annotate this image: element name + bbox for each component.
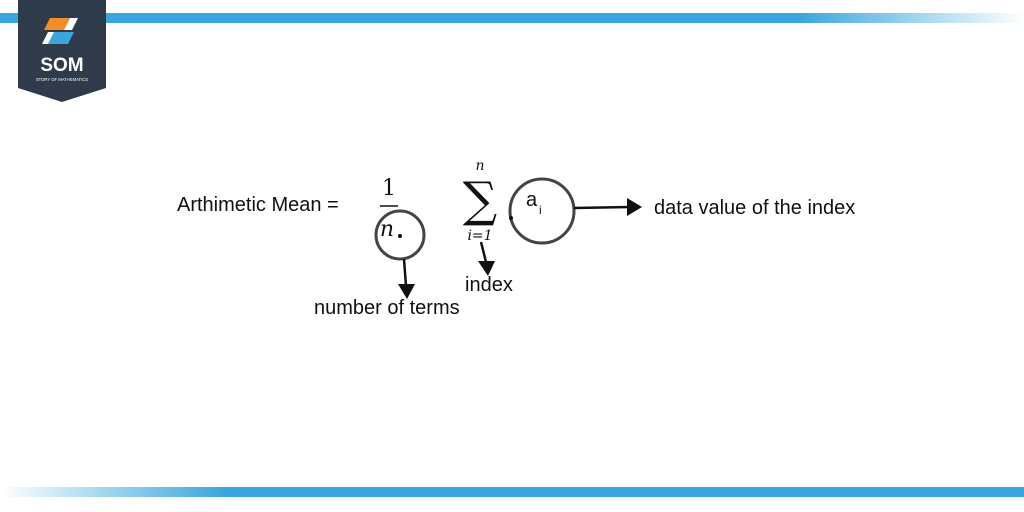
term-symbol: a: [526, 189, 538, 211]
arrow-right-icon: [627, 198, 642, 216]
denominator-dot: [398, 234, 402, 238]
som-logo: SOM STORY OF MATHEMATICS: [18, 0, 106, 102]
sum-lower-limit: i=1: [467, 228, 492, 244]
index-arrow-line: [479, 241, 488, 263]
sum-upper-limit: n: [475, 158, 484, 174]
top-accent-bar: [0, 13, 1024, 23]
index-label: index: [465, 274, 513, 296]
denominator-arrow-line: [402, 258, 408, 287]
term-subscript: i: [539, 203, 542, 217]
arrow-down-icon: [478, 261, 495, 276]
term-circle: [508, 177, 576, 245]
sum-symbol: ∑: [463, 172, 497, 228]
fraction-numerator: 1: [382, 176, 396, 201]
som-logo-icon: SOM STORY OF MATHEMATICS: [18, 0, 106, 102]
arrow-down-icon: [398, 284, 415, 299]
denominator-label: number of terms: [314, 297, 460, 319]
bottom-accent-bar: [0, 487, 1024, 497]
brand-tagline: STORY OF MATHEMATICS: [36, 77, 88, 82]
denominator-circle: [374, 209, 426, 261]
term-arrow-line: [573, 205, 631, 210]
formula-lhs: Arthimetic Mean =: [177, 194, 339, 216]
term-label: data value of the index: [654, 197, 855, 219]
brand-name: SOM: [40, 55, 83, 76]
fraction-denominator: n: [380, 217, 394, 242]
term-circle-dot: [509, 216, 513, 220]
